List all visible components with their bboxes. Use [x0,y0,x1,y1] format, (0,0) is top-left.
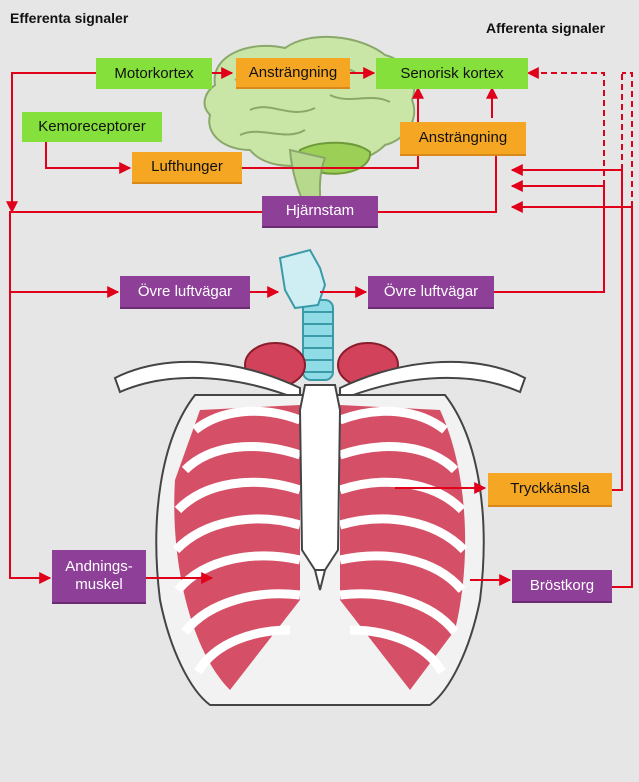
afferent-signals-title: Afferenta signaler [486,20,605,36]
motorkortex-box: Motorkortex [96,58,212,89]
ribcage-illustration [115,250,525,705]
anstrangning-right-box: Ansträngning [400,122,526,156]
tryckkansla-box: Tryckkänsla [488,473,612,507]
brostkorg-box: Bröstkorg [512,570,612,603]
lufthunger-box: Lufthunger [132,152,242,184]
andningsmuskel-box: Andnings- muskel [52,550,146,604]
ovre-luftvagar-left-box: Övre luftvägar [120,276,250,309]
anstrangning-top-box: Ansträngning [236,58,350,89]
hjarnstam-box: Hjärnstam [262,196,378,228]
efferent-signals-title: Efferenta signaler [10,10,128,26]
kemoreceptorer-box: Kemoreceptorer [22,112,162,142]
senorisk-kortex-box: Senorisk kortex [376,58,528,89]
ovre-luftvagar-right-box: Övre luftvägar [368,276,494,309]
